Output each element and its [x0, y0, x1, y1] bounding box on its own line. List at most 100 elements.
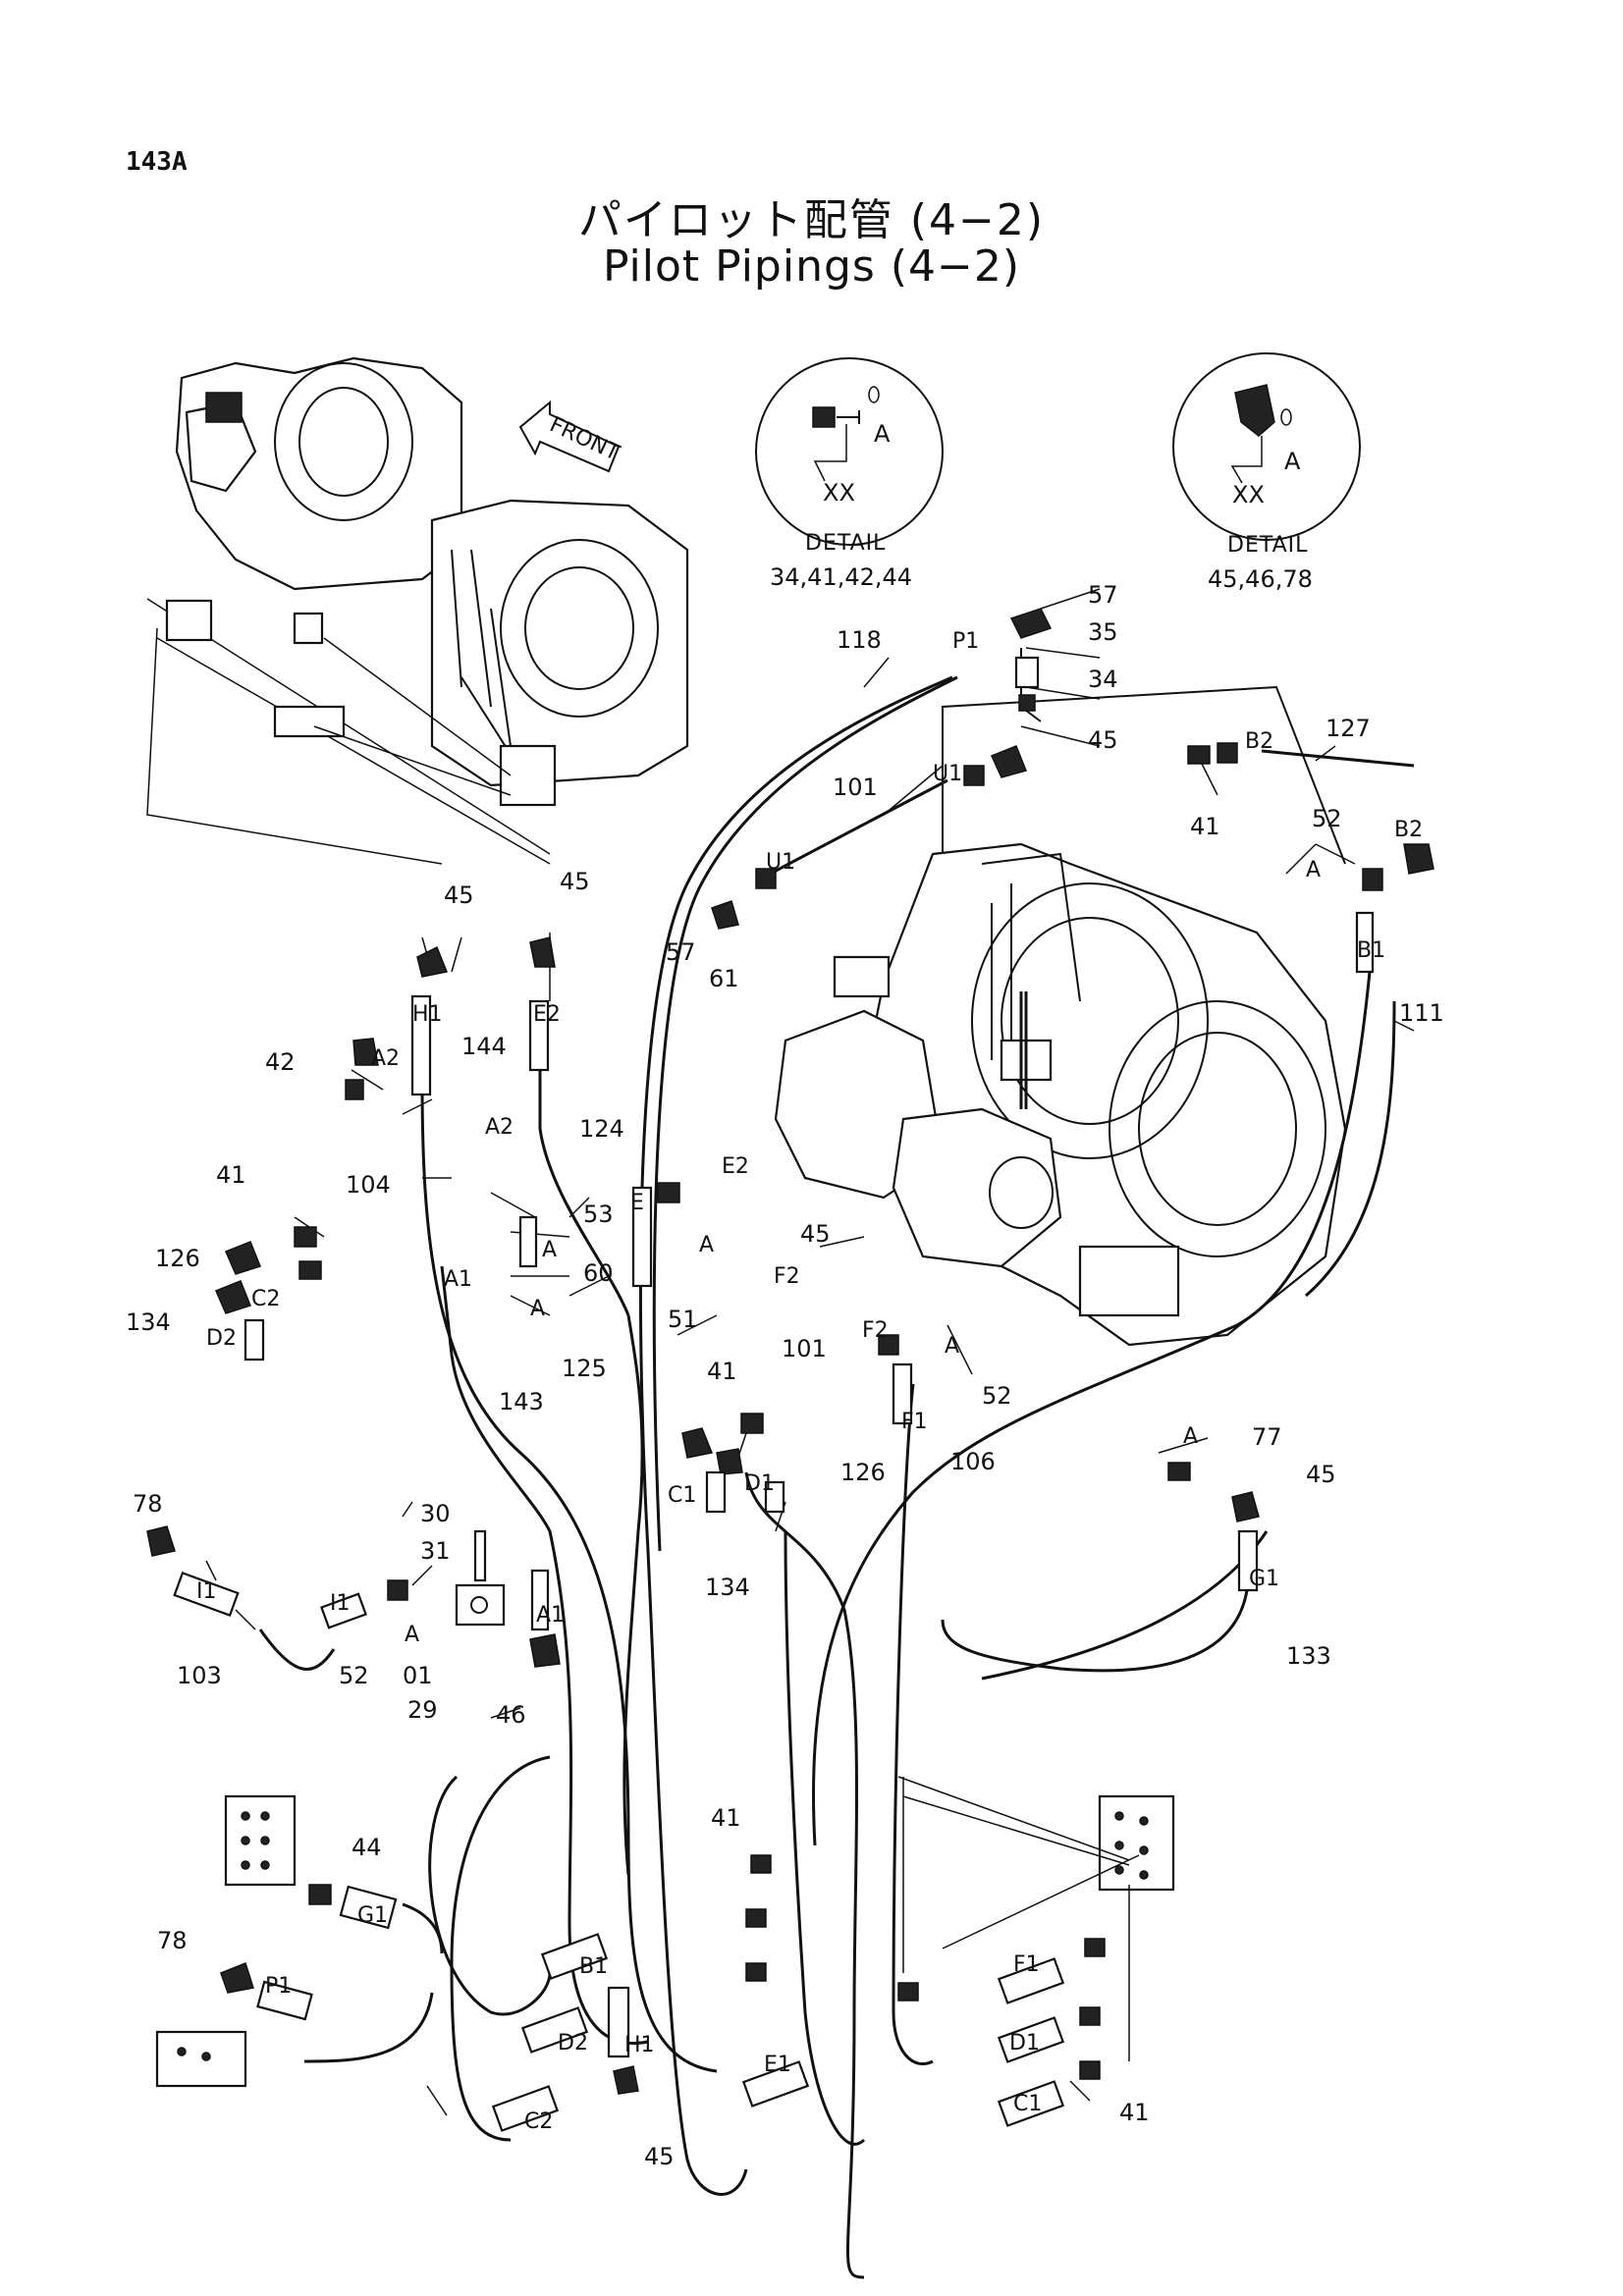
part-124: 124 [579, 1115, 624, 1143]
port-A1-upper: A1 [444, 1267, 472, 1292]
part-44: 44 [352, 1834, 382, 1861]
part-118: 118 [837, 626, 882, 654]
part-60: 60 [583, 1259, 614, 1287]
port-G1-lower: G1 [357, 1903, 388, 1928]
part-number-labels: 57 35 34 45 118 101 41 127 52 111 57 61 … [126, 581, 1444, 2170]
machine-overview-drawing [146, 356, 689, 865]
page-title-english: Pilot Pipings (4−2) [602, 241, 1021, 292]
part-127: 127 [1325, 715, 1371, 742]
part-77: 77 [1252, 1423, 1282, 1451]
port-F2-upper: F2 [774, 1264, 800, 1289]
port-A-60: A [530, 1297, 545, 1321]
detail-2-view-label: XX [1232, 481, 1265, 508]
detail-2-parts: 45,46,78 [1208, 565, 1313, 593]
pipe-routing [258, 675, 1415, 2279]
part-125: 125 [562, 1355, 607, 1382]
part-57-left: 57 [666, 938, 696, 966]
part-143: 143 [499, 1388, 544, 1415]
fittings [146, 608, 1434, 2132]
part-133: 133 [1286, 1642, 1331, 1670]
port-B1-lower: B1 [579, 1954, 608, 1979]
port-C1-upper: C1 [668, 1483, 696, 1508]
part-29: 29 [407, 1696, 438, 1724]
part-45-mid: 45 [800, 1220, 831, 1248]
part-134-left: 134 [126, 1308, 171, 1336]
part-01: 01 [403, 1662, 433, 1689]
part-41-left-a: 41 [216, 1161, 246, 1189]
port-F2-lower: F2 [862, 1318, 889, 1343]
port-E2-upper: E2 [533, 1002, 561, 1027]
port-U1-upper: U1 [933, 762, 962, 786]
part-106: 106 [950, 1448, 996, 1475]
port-P1-lower: P1 [265, 1974, 292, 1999]
part-42: 42 [265, 1048, 296, 1076]
port-A-right: A [1306, 858, 1321, 882]
port-B2-left: B2 [1245, 729, 1273, 754]
port-D1-lower: D1 [1009, 2031, 1040, 2056]
port-F1-upper: F1 [901, 1410, 928, 1434]
part-30: 30 [420, 1500, 451, 1527]
part-51: 51 [668, 1306, 698, 1333]
port-H1-lower: H1 [624, 2033, 655, 2057]
detail-1-port-label: A [874, 420, 891, 448]
port-D1-upper: D1 [744, 1471, 775, 1496]
port-E1-lower: E1 [764, 2053, 791, 2077]
part-46: 46 [496, 1701, 526, 1729]
part-144: 144 [461, 1033, 507, 1060]
detail-1-caption: DETAIL [805, 531, 886, 556]
part-78-upper: 78 [133, 1490, 163, 1518]
part-53: 53 [583, 1201, 614, 1228]
part-45-left-a: 45 [444, 881, 474, 909]
part-103: 103 [177, 1662, 222, 1689]
part-101-mid: 101 [782, 1335, 827, 1362]
part-61: 61 [709, 965, 739, 992]
part-126-left: 126 [155, 1245, 200, 1272]
page-code: 143A [126, 147, 188, 177]
front-arrow-label: FRONT [546, 412, 623, 466]
port-P1-top: P1 [952, 629, 979, 654]
port-A2-lower: A2 [485, 1115, 514, 1140]
port-C2-upper: C2 [251, 1287, 280, 1311]
detail-1-parts: 34,41,42,44 [770, 563, 912, 591]
port-D2-upper: D2 [206, 1326, 237, 1351]
detail-1-view-label: XX [823, 479, 855, 507]
port-A1-lower: A1 [536, 1603, 565, 1628]
part-52-mid: 52 [982, 1382, 1012, 1410]
port-B2-right: B2 [1394, 818, 1423, 842]
port-F1-lower: F1 [1013, 1952, 1040, 1977]
port-E-mid: E [630, 1191, 644, 1215]
part-101-upper: 101 [833, 774, 878, 801]
page-title-japanese: パイロット配管 (4−2) [577, 195, 1046, 245]
front-direction-arrow: FRONT [518, 400, 623, 473]
part-41-bottom: 41 [1119, 2099, 1150, 2126]
part-35: 35 [1088, 618, 1118, 646]
port-U1-lower: U1 [766, 850, 795, 875]
detail-view-2: A XX DETAIL 45,46,78 [1172, 352, 1361, 593]
part-41-lower: 41 [711, 1804, 741, 1832]
detail-2-caption: DETAIL [1227, 533, 1308, 558]
port-A-53: A [542, 1238, 557, 1262]
port-D2-lower: D2 [558, 2031, 588, 2056]
part-31: 31 [420, 1537, 451, 1565]
part-45-left-b: 45 [560, 868, 590, 895]
port-A-valve: A [405, 1623, 419, 1647]
port-C1-lower: C1 [1013, 2092, 1042, 2116]
port-A2-upper: A2 [371, 1046, 400, 1071]
port-C2-lower: C2 [524, 2109, 553, 2134]
detail-2-port-label: A [1284, 448, 1301, 475]
part-52-left: 52 [339, 1662, 369, 1689]
port-A-mid: A [699, 1233, 714, 1257]
part-111: 111 [1399, 999, 1444, 1027]
part-41-right: 41 [1190, 813, 1220, 840]
part-41-mid: 41 [707, 1358, 737, 1385]
port-E2-mid: E2 [722, 1154, 749, 1179]
part-52-right: 52 [1312, 805, 1342, 832]
port-H1-upper: H1 [412, 1002, 443, 1027]
part-126-mid: 126 [840, 1459, 886, 1486]
part-78-lower: 78 [157, 1927, 188, 1954]
main-pump-assembly [774, 648, 1347, 1347]
part-45-right: 45 [1306, 1461, 1336, 1488]
part-45-bottom: 45 [644, 2143, 675, 2170]
port-A-77: A [1183, 1424, 1198, 1449]
